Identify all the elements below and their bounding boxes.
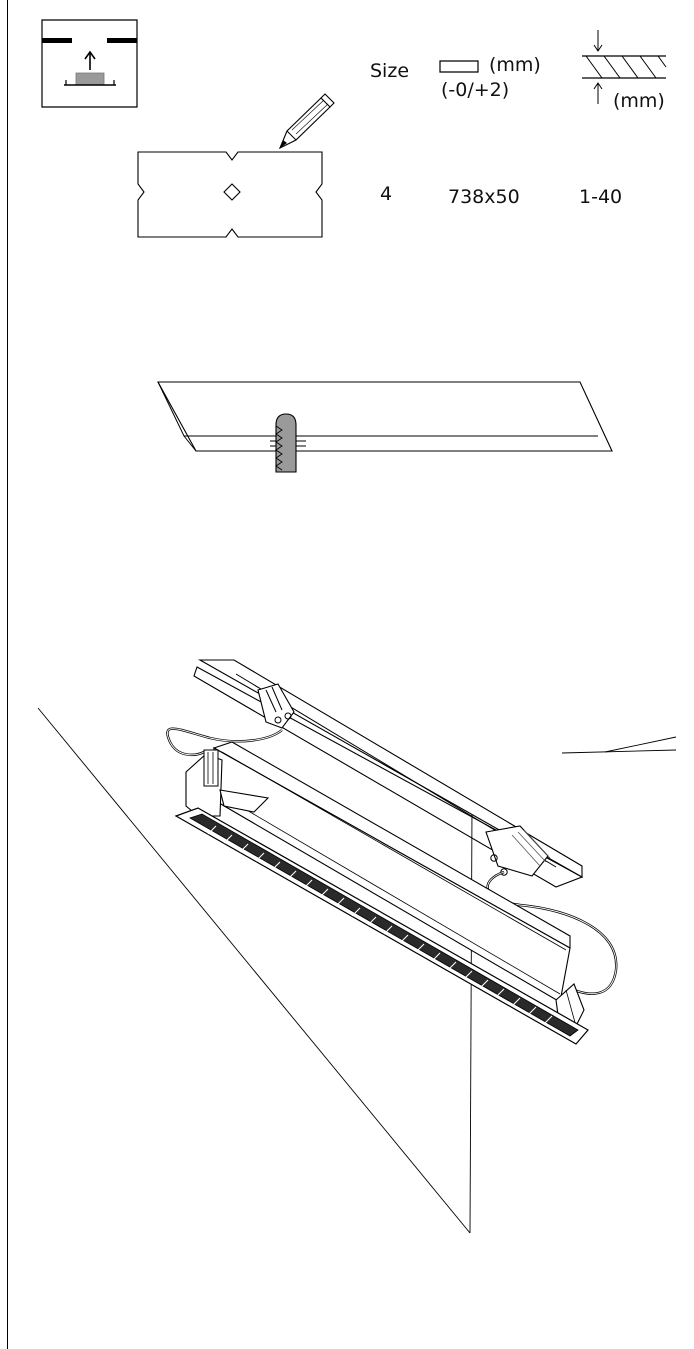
size-value: 4 bbox=[380, 183, 393, 205]
thickness-unit-label: (mm) bbox=[613, 90, 665, 112]
cutout-value: 738x50 bbox=[448, 186, 520, 208]
cutout-tolerance-label: (-0/+2) bbox=[441, 79, 510, 101]
size-header: Size bbox=[370, 60, 410, 82]
cutout-unit-label: (mm) bbox=[489, 54, 541, 76]
thickness-value: 1-40 bbox=[579, 186, 623, 208]
page-margin-rule bbox=[7, 0, 8, 1349]
